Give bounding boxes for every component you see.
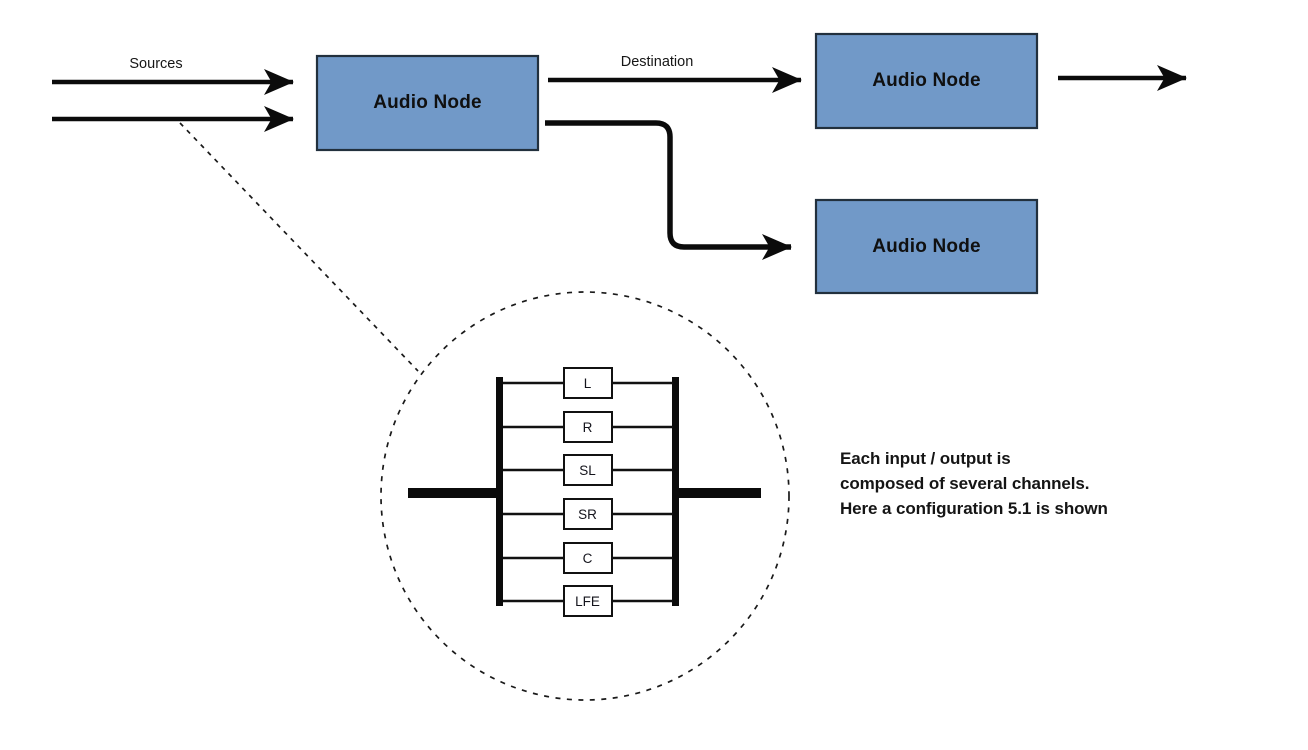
audio-node-box-2 bbox=[814, 32, 1039, 130]
dashed-leader-line bbox=[179, 122, 419, 372]
channel-box-c bbox=[563, 542, 613, 574]
audio-node-2-label: Audio Node bbox=[872, 70, 981, 91]
caption-line-1: Each input / output is bbox=[840, 449, 1011, 468]
left-bus-bar bbox=[496, 377, 503, 606]
channel-box-l bbox=[563, 367, 613, 399]
curved-connector-arrow bbox=[545, 120, 792, 260]
channel-box-sr bbox=[563, 498, 613, 530]
channel-row-lines bbox=[503, 381, 673, 603]
caption-line-3: Here a configuration 5.1 is shown bbox=[840, 499, 1108, 518]
audio-node-3-label: Audio Node bbox=[872, 235, 981, 257]
right-bus-bar bbox=[672, 377, 679, 606]
audio-node-1-label: Audio Node bbox=[373, 92, 482, 113]
channel-box-r bbox=[563, 411, 613, 443]
magnifier-circle bbox=[380, 291, 790, 701]
destination-label: Destination bbox=[620, 54, 694, 70]
channel-box-lfe bbox=[563, 585, 613, 617]
channel-label-lfe: LFE bbox=[575, 593, 600, 609]
channel-label-sr: SR bbox=[578, 506, 597, 522]
caption-line-2: composed of several channels. bbox=[840, 474, 1090, 493]
channel-boxes bbox=[563, 367, 613, 617]
channel-box-sl bbox=[563, 454, 613, 486]
channel-label-sl: SL bbox=[579, 462, 596, 478]
caption-text: Each input / output is composed of sever… bbox=[840, 446, 1108, 521]
sources-label: Sources bbox=[129, 56, 183, 72]
audio-node-box-1 bbox=[315, 54, 540, 152]
channel-label-l: L bbox=[583, 375, 592, 391]
channel-label-c: C bbox=[582, 550, 593, 566]
audio-node-box-3 bbox=[814, 198, 1039, 295]
channel-label-r: R bbox=[582, 419, 593, 435]
